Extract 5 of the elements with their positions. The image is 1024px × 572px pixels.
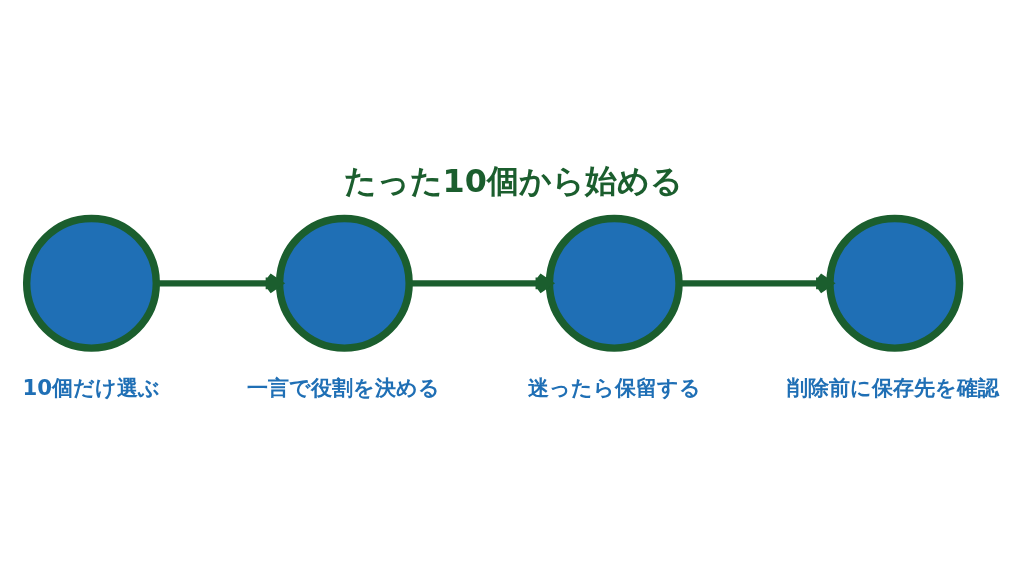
node-label: 迷ったら保留する — [527, 374, 701, 400]
node-label: 削除前に保存先を確認 — [786, 374, 999, 400]
node-label: 一言で役割を決める — [246, 374, 440, 400]
node-label: 10個だけ選ぶ — [21, 374, 160, 400]
diagram-title: たった10個から始める — [343, 161, 683, 200]
